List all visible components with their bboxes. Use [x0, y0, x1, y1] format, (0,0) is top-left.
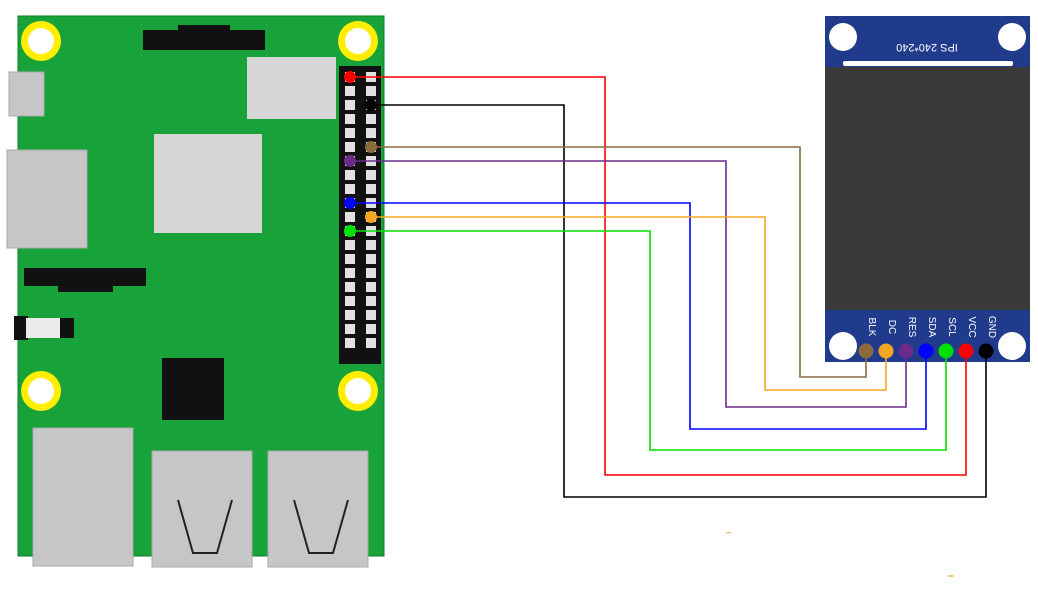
gpio-pin	[366, 128, 376, 138]
gpio-connection-res	[344, 155, 356, 167]
gpio-pin	[345, 240, 355, 250]
ips-display-module: IPS 240*240 BLK DC RES SDA SCL VCC GND	[825, 16, 1030, 362]
gpio-pin	[345, 282, 355, 292]
screen-top-stripe	[843, 61, 1013, 66]
gpio-pin	[345, 100, 355, 110]
wire-res	[350, 160, 907, 408]
wifi-module	[247, 57, 336, 119]
gpio-pin	[345, 142, 355, 152]
mounting-holes	[21, 21, 378, 411]
gpio-pin	[345, 212, 355, 222]
gpio-pin	[345, 170, 355, 180]
display-pin-label: SDA	[926, 317, 937, 338]
gpio-connection-gnd	[365, 99, 377, 111]
gpio-pin	[366, 86, 376, 96]
gpio-connection-vcc	[344, 71, 356, 83]
gpio-pin	[366, 170, 376, 180]
gpio-pin	[345, 86, 355, 96]
usb-port-1	[151, 450, 253, 568]
ethernet-port	[32, 427, 134, 567]
wire-dc	[371, 216, 887, 391]
usb-lan-chip	[162, 358, 224, 420]
display-pin-label: DC	[886, 320, 897, 334]
display-pin-label: SCL	[946, 317, 957, 337]
gpio-pin	[345, 338, 355, 348]
wire-gnd	[371, 104, 987, 498]
gpio-pin	[366, 268, 376, 278]
gpio-pin	[345, 128, 355, 138]
gpio-pin	[366, 310, 376, 320]
soc-chip	[154, 134, 262, 233]
gpio-pin	[366, 254, 376, 264]
gpio-pin	[366, 324, 376, 334]
gpio-pin	[345, 324, 355, 334]
audio-jack	[14, 316, 74, 340]
gpio-pin	[366, 114, 376, 124]
gpio-pin	[345, 296, 355, 306]
gpio-pin	[345, 310, 355, 320]
display-mount-hole-top-right	[998, 23, 1026, 51]
gpio-connection-scl	[344, 225, 356, 237]
gpio-pin	[366, 338, 376, 348]
gpio-pin	[345, 254, 355, 264]
display-mount-hole-top-left	[829, 23, 857, 51]
raspberry-pi-board	[6, 15, 385, 568]
display-mount-hole-bottom-right	[998, 332, 1026, 360]
wire-sda	[350, 202, 927, 430]
gpio-connection-blk	[365, 141, 377, 153]
camera-connector	[24, 268, 146, 286]
gpio-connection-sda	[344, 197, 356, 209]
wire-vcc	[350, 76, 967, 476]
display-connector	[143, 30, 265, 50]
usb-port-2	[267, 450, 369, 568]
gpio-pin	[345, 184, 355, 194]
stray-mark	[948, 575, 954, 577]
gpio-pin	[366, 296, 376, 306]
display-pin-label: GND	[986, 316, 997, 338]
gpio-pin	[345, 114, 355, 124]
gpio-pin	[366, 282, 376, 292]
hdmi-port	[6, 149, 88, 249]
stray-mark	[726, 532, 731, 534]
wires	[344, 71, 987, 498]
gpio-connection-dc	[365, 211, 377, 223]
display-mount-hole-bottom-left	[829, 332, 857, 360]
wire-scl	[350, 230, 947, 451]
display-pin-label: BLK	[866, 318, 877, 337]
display-title: IPS 240*240	[896, 41, 958, 53]
display-screen	[825, 67, 1030, 310]
gpio-pin	[366, 184, 376, 194]
display-pin-label: RES	[906, 317, 917, 338]
wire-blk	[371, 146, 867, 378]
gpio-pin	[345, 268, 355, 278]
micro-usb-port	[8, 71, 45, 117]
display-pin-label: VCC	[966, 316, 977, 337]
gpio-pin	[366, 240, 376, 250]
